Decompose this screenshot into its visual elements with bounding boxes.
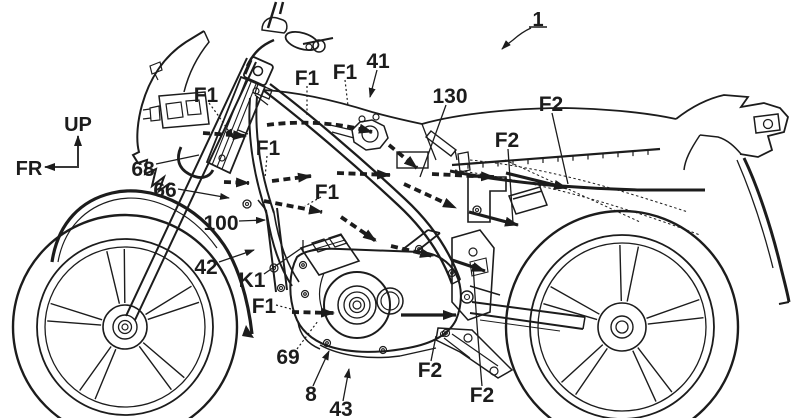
grip: [284, 30, 320, 52]
label-fr: FR: [16, 158, 43, 180]
leader-lines: [155, 26, 569, 402]
label-f1-4: F1: [256, 137, 281, 160]
f1-flow-arrows: [202, 120, 495, 318]
main-frame: [248, 83, 462, 287]
label-68: 68: [131, 158, 155, 181]
handlebar-mirror: [245, 1, 334, 67]
label-k1: K1: [239, 269, 266, 292]
rear-wheel: [504, 209, 740, 418]
label-f1-3: F1: [333, 61, 358, 84]
front-fender: [50, 189, 254, 338]
label-f1-6: F1: [252, 295, 277, 318]
reference-labels: 1 68 66 41 130 100 42 K1 69 8 43 F1 F1 F…: [131, 9, 563, 418]
hidden-lines: [454, 159, 701, 236]
swingarm: [469, 301, 586, 330]
label-f2-2: F2: [495, 129, 520, 152]
windshield-cowl: [131, 30, 215, 194]
label-42: 42: [194, 256, 217, 279]
orientation-axes: UP FR: [16, 114, 92, 180]
control-unit-box: [299, 234, 361, 276]
label-f2-1: F2: [539, 93, 564, 116]
label-f2-4: F2: [470, 384, 495, 407]
label-130: 130: [432, 85, 467, 108]
dotted-leader-lines: [208, 79, 349, 350]
pivot-swingarm-bracket: [399, 229, 586, 379]
label-69: 69: [276, 346, 299, 369]
label-100: 100: [203, 212, 238, 235]
label-66: 66: [153, 179, 176, 202]
label-up: UP: [64, 114, 92, 136]
label-f1-1: F1: [194, 84, 219, 107]
label-41: 41: [366, 50, 390, 73]
label-f1-2: F1: [295, 67, 320, 90]
label-figure-ref: 1: [532, 9, 543, 31]
label-f1-5: F1: [315, 181, 340, 204]
headlight-unit: [158, 91, 210, 129]
carburetor: [351, 119, 389, 151]
label-8: 8: [305, 383, 317, 406]
mud-flap: [742, 157, 791, 303]
support-strut: [265, 207, 288, 293]
front-wheel: [11, 213, 239, 418]
brake-lever: [302, 37, 334, 45]
mirror-stem: [266, 1, 285, 29]
label-f2-3: F2: [418, 359, 443, 382]
footrest-bracket: [435, 327, 514, 379]
horn-bracket: [177, 146, 215, 179]
tail-rear-fender: [675, 94, 791, 305]
f2-flow-arrows: [401, 171, 568, 320]
label-43: 43: [329, 398, 352, 418]
